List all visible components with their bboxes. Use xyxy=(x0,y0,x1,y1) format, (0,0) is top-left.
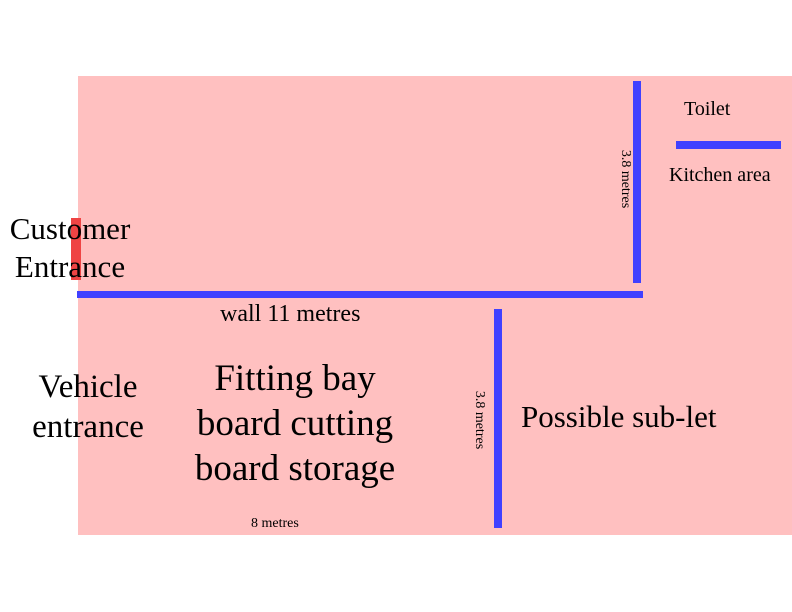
customer-entrance-line-1: Customer xyxy=(9,211,131,246)
wall-length-label: wall 11 metres xyxy=(220,301,361,327)
toilet-label: Toilet xyxy=(684,98,731,120)
possible-sublet-label: Possible sub-let xyxy=(521,399,717,434)
kitchen-area-label: Kitchen area xyxy=(669,164,771,186)
kitchen-partition-wall xyxy=(676,141,781,149)
vehicle-entrance-line-2: entrance xyxy=(32,409,144,445)
fitting-bay-line-2: board cutting xyxy=(196,403,394,444)
upper-wall-dimension-label: 3.8 metres xyxy=(618,149,633,209)
upper-vertical-wall xyxy=(633,81,641,283)
depth-dimension-label: 8 metres xyxy=(251,516,299,531)
fitting-bay-label: Fitting bay board cutting board storage xyxy=(172,356,418,491)
lower-wall-dimension-label: 3.8 metres xyxy=(472,390,487,450)
vehicle-entrance-line-1: Vehicle xyxy=(38,369,138,405)
floor-area xyxy=(78,76,792,535)
customer-entrance-line-2: Entrance xyxy=(14,249,126,284)
vehicle-entrance-label: Vehicle entrance xyxy=(14,367,162,447)
lower-vertical-wall xyxy=(494,309,502,528)
main-horizontal-wall xyxy=(77,291,643,298)
customer-entrance-label: Customer Entrance xyxy=(0,210,144,286)
customer-entrance-door xyxy=(71,218,81,280)
fitting-bay-line-3: board storage xyxy=(194,448,396,489)
fitting-bay-line-1: Fitting bay xyxy=(214,358,376,399)
